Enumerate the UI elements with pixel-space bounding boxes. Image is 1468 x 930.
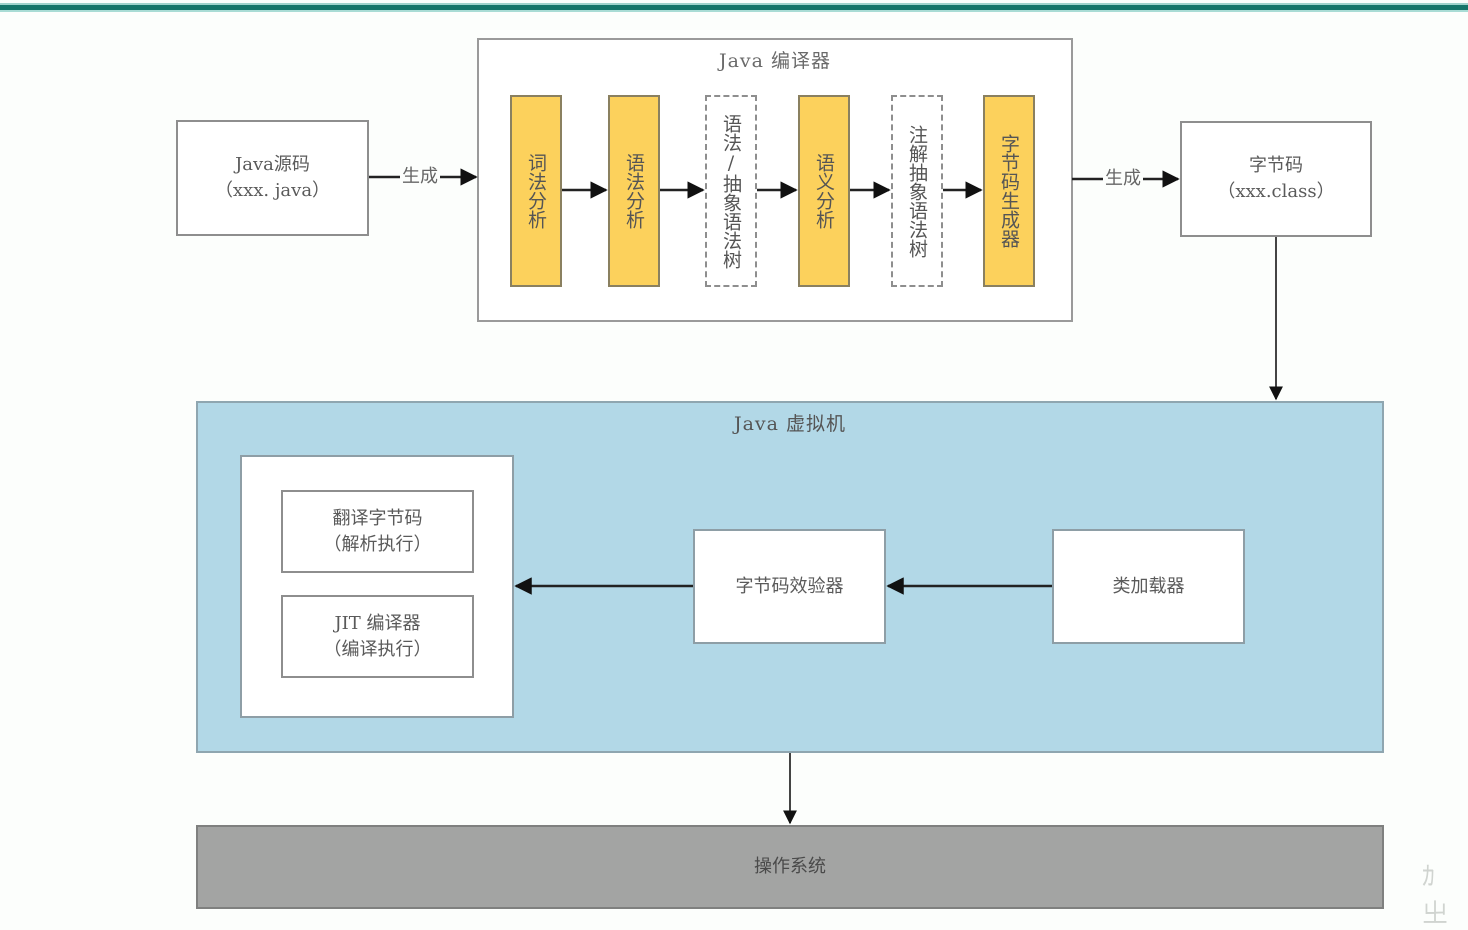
java-source-title: Java源码 [235, 154, 310, 175]
interpreter-title: 翻译字节码 [332, 507, 423, 529]
java-compiler-title: Java 编译器 [718, 50, 832, 72]
stage-syntax-tree: 语法/抽象语法树 [705, 95, 757, 287]
class-loader-label: 类加载器 [1112, 575, 1185, 597]
stage-label: 字节码生成器 [998, 134, 1020, 248]
operating-system-label: 操作系统 [754, 856, 826, 877]
bytecode-verifier-box: 字节码效验器 [693, 529, 886, 644]
stage-lexical-analysis: 词法分析 [510, 95, 562, 287]
stage-label: 语法分析 [623, 153, 645, 229]
stage-label: 语法/抽象语法树 [720, 113, 742, 269]
jit-compiler-title: JIT 编译器 [334, 612, 421, 634]
stage-label: 语义分析 [813, 153, 835, 229]
watermark-text: ｶ 㞢 [1422, 862, 1449, 929]
interpreter-box: 翻译字节码 （解析执行） [281, 490, 474, 573]
stage-annotated-syntax-tree: 注解抽象语法树 [891, 95, 943, 287]
jit-compiler-subtitle: （编译执行） [323, 638, 432, 660]
java-compiler-container: Java 编译器 [477, 38, 1073, 322]
operating-system-box: 操作系统 [196, 825, 1384, 909]
bytecode-verifier-label: 字节码效验器 [735, 575, 844, 597]
generate-label-2: 生成 [1103, 168, 1143, 189]
interpreter-subtitle: （解析执行） [323, 533, 432, 555]
bytecode-title: 字节码 [1249, 155, 1303, 176]
bytecode-filename: （xxx.class） [1217, 181, 1335, 202]
generate-label-1: 生成 [400, 166, 440, 187]
jit-compiler-box: JIT 编译器 （编译执行） [281, 595, 474, 678]
java-source-box: Java源码 （xxx. java） [176, 120, 369, 236]
jvm-title: Java 虚拟机 [733, 413, 847, 435]
java-source-filename: （xxx. java） [214, 180, 331, 201]
stage-syntax-analysis: 语法分析 [608, 95, 660, 287]
stage-bytecode-generator: 字节码生成器 [983, 95, 1035, 287]
stage-semantic-analysis: 语义分析 [798, 95, 850, 287]
class-loader-box: 类加载器 [1052, 529, 1245, 644]
stage-label: 词法分析 [525, 153, 547, 229]
stage-label: 注解抽象语法树 [906, 124, 928, 258]
bytecode-box: 字节码 （xxx.class） [1180, 121, 1372, 237]
slide-top-bar [0, 0, 1468, 14]
